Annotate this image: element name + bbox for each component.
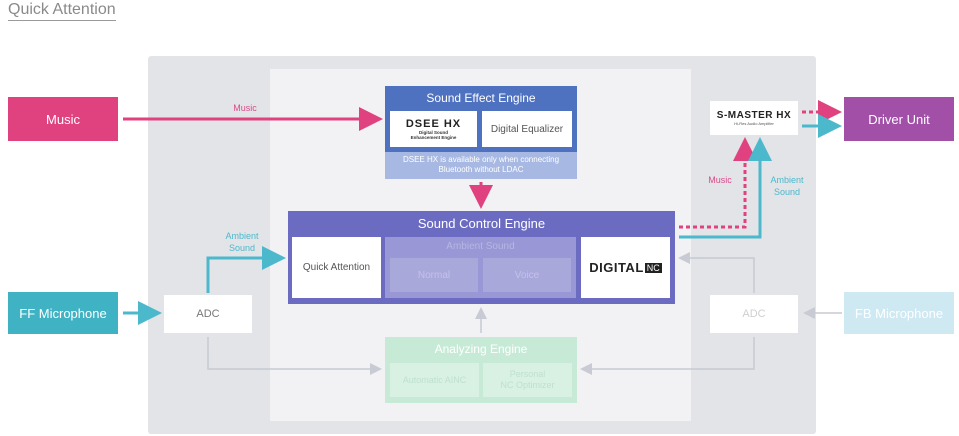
ambient-output-label: Ambient Sound xyxy=(770,175,804,197)
ambient-voice-block: Voice xyxy=(483,258,571,292)
ambient-sound-title: Ambient Sound xyxy=(446,241,515,252)
sound-control-engine-title: Sound Control Engine xyxy=(417,216,546,231)
dsee-hx-block: DSEE HX Digital Sound Enhancement Engine xyxy=(390,111,477,147)
personal-nc-optimizer-block: Personal NC Optimizer xyxy=(483,363,572,397)
sound-control-engine: Sound Control Engine Quick Attention Amb… xyxy=(288,211,675,304)
ff-microphone: FF Microphone xyxy=(8,292,118,334)
music-output-arrow xyxy=(679,137,757,229)
analyzing-engine-title: Analyzing Engine xyxy=(434,342,528,356)
automatic-ainc-block: Automatic AINC xyxy=(390,363,479,397)
digital-nc-badge: NC xyxy=(644,262,662,273)
music-output-label: Music xyxy=(708,175,732,185)
analyzing-engine: Analyzing Engine Automatic AINC Personal… xyxy=(385,337,577,403)
quick-attention-block: Quick Attention xyxy=(292,237,381,298)
ambient-input-label: Ambient Sound xyxy=(225,231,259,253)
fb-microphone: FB Microphone xyxy=(844,292,954,334)
adc-left: ADC xyxy=(164,295,252,333)
dsee-hx-logo: DSEE HX xyxy=(405,118,462,130)
adc-right-to-analyzing-arrow xyxy=(580,337,755,375)
adc-right-to-control-arrow xyxy=(678,252,755,293)
music-source: Music xyxy=(8,97,118,141)
s-master-logo: S-MASTER HX xyxy=(716,110,792,121)
music-input-label: Music xyxy=(233,103,257,113)
dsee-hx-subtitle: Digital Sound Enhancement Engine xyxy=(410,130,457,140)
sound-effect-engine: Sound Effect Engine DSEE HX Digital Soun… xyxy=(385,86,577,179)
ambient-normal-block: Normal xyxy=(390,258,478,292)
adc-right: ADC xyxy=(710,295,798,333)
ambient-output-arrow xyxy=(679,137,772,239)
page-title: Quick Attention xyxy=(8,0,116,21)
digital-nc-logo: DIGITAL xyxy=(589,260,644,275)
s-master-amplifier: S-MASTER HX Hi-Res Audio Amplifier xyxy=(710,101,798,135)
dsee-availability-note: DSEE HX is available only when connectin… xyxy=(385,152,577,179)
digital-equalizer-block: Digital Equalizer xyxy=(482,111,572,147)
driver-unit: Driver Unit xyxy=(844,97,954,141)
adc-left-to-analyzing-arrow xyxy=(207,337,382,375)
ambient-sound-block: Ambient Sound Normal Voice xyxy=(385,237,576,298)
s-master-subtitle: Hi-Res Audio Amplifier xyxy=(734,121,774,126)
ambient-input-arrow xyxy=(206,246,286,293)
sound-effect-engine-title: Sound Effect Engine xyxy=(426,91,536,105)
